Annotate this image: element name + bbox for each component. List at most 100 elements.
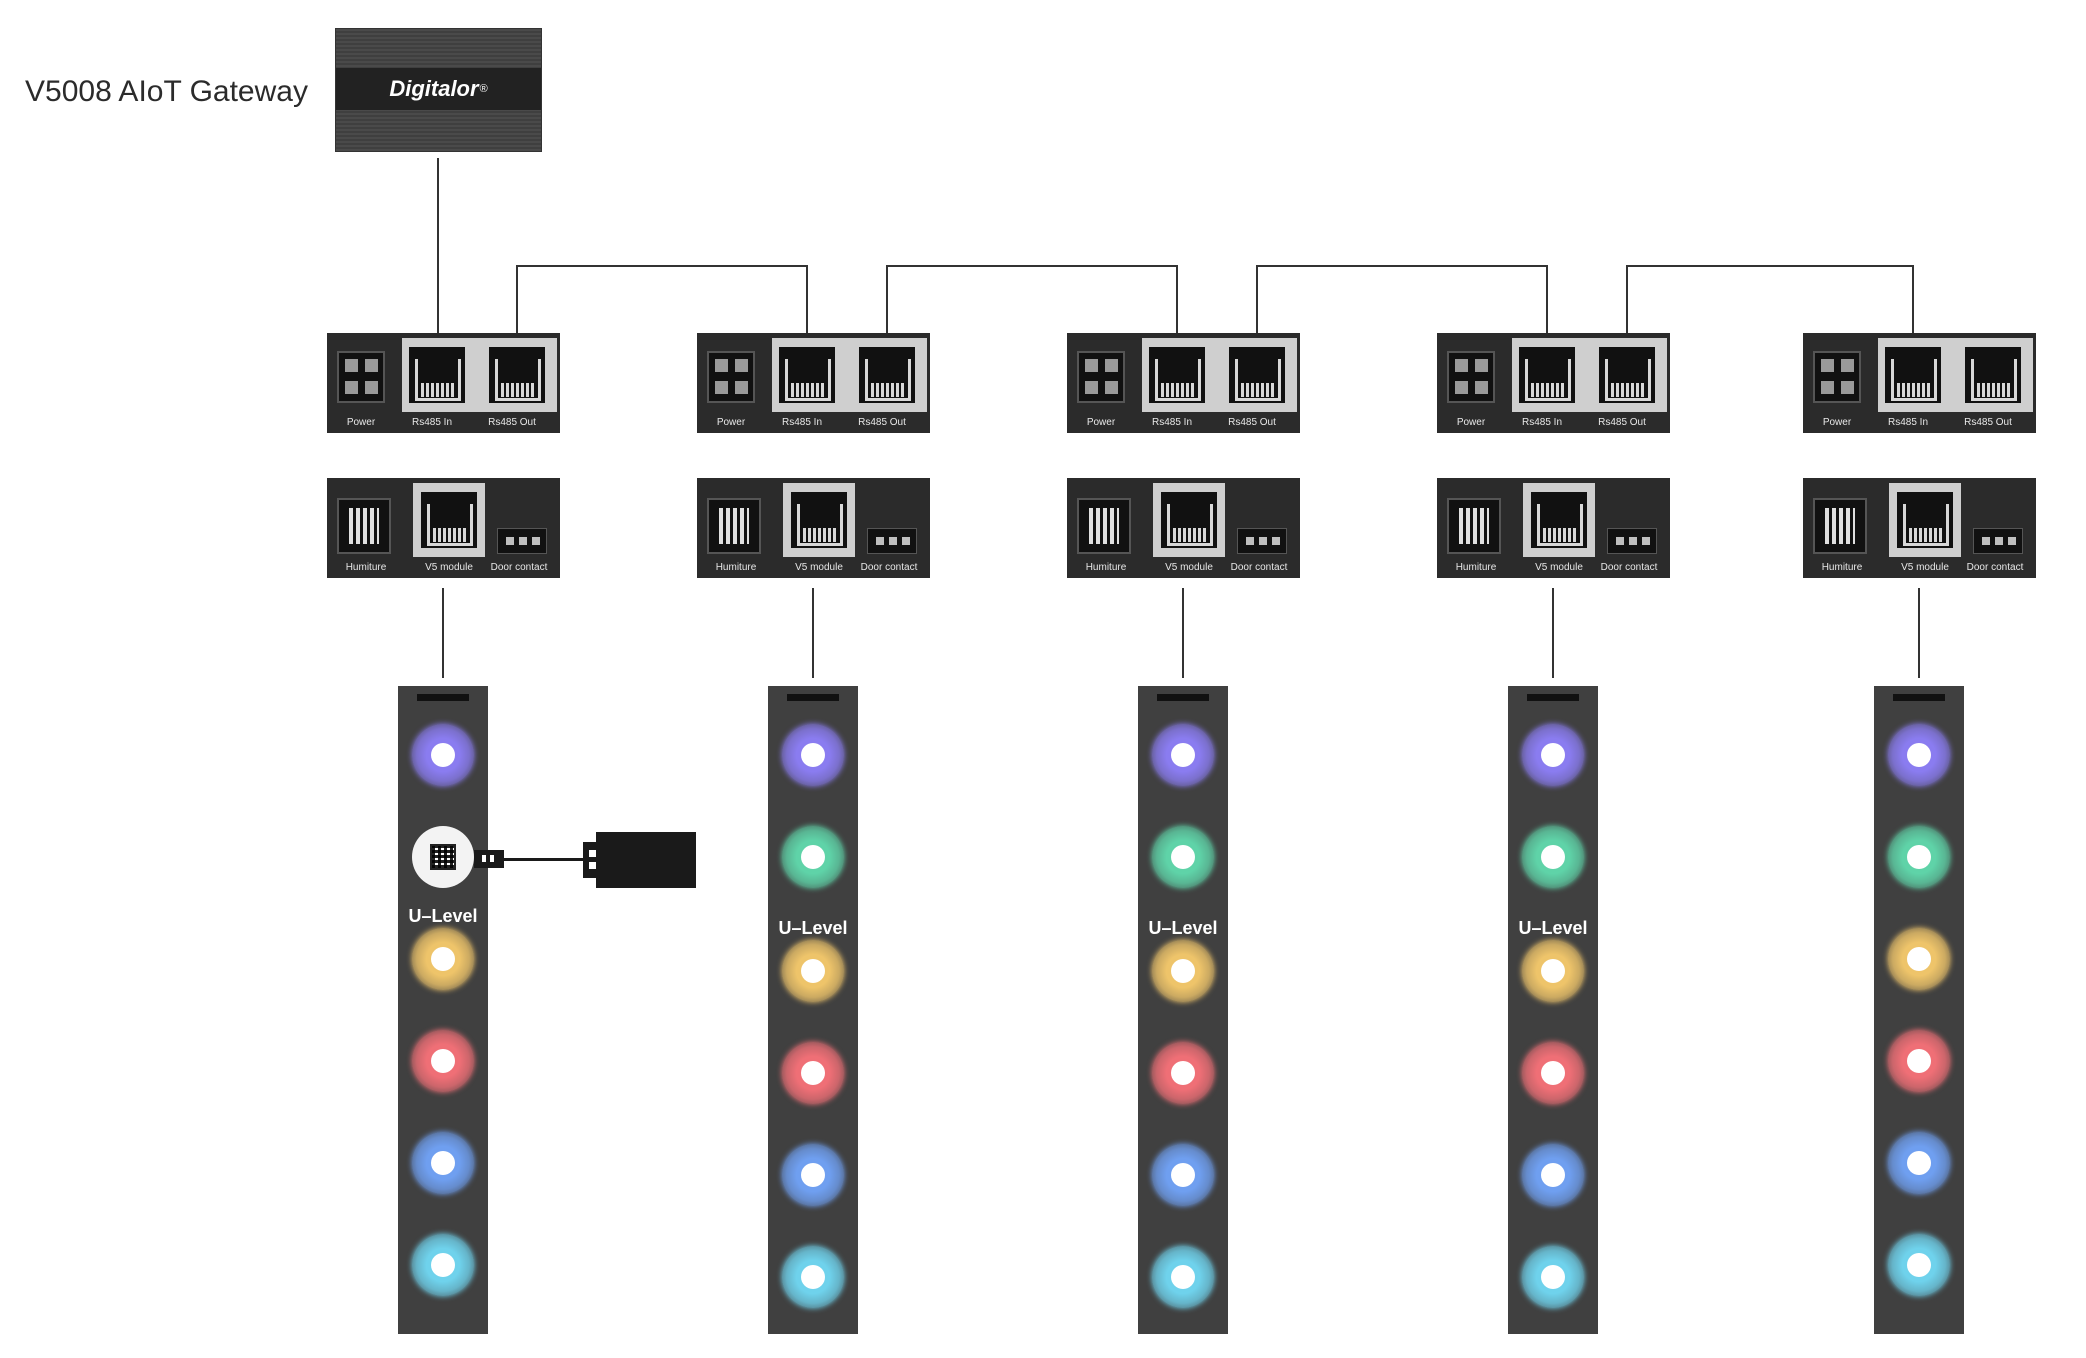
- power-label: Power: [1086, 417, 1116, 428]
- rj45-pins: [1977, 383, 2011, 397]
- door-contact-connector: [1607, 528, 1657, 554]
- u-level-strip: U–Level: [398, 686, 488, 1334]
- power-pin: [1821, 381, 1834, 394]
- led-ring-purple: [1522, 724, 1584, 786]
- v5-module-label: V5 module: [1535, 562, 1583, 573]
- led-ring-green: [782, 826, 844, 888]
- power-pin: [1455, 381, 1468, 394]
- rj45-cavity: [1891, 359, 1937, 401]
- rj45-cavity: [1525, 359, 1571, 401]
- rj45-pins: [1531, 383, 1565, 397]
- led-ring-yellow: [1152, 940, 1214, 1002]
- power-pin: [735, 381, 748, 394]
- led-ring-purple: [1888, 724, 1950, 786]
- led-ring-red: [782, 1042, 844, 1104]
- door-pin: [1272, 537, 1280, 545]
- rs485-daisy-chain-wire: [1626, 265, 1914, 345]
- power-label: Power: [1822, 417, 1852, 428]
- power-pin: [1085, 359, 1098, 372]
- rj45-cavity: [1971, 359, 2017, 401]
- door-pin: [2008, 537, 2016, 545]
- led-ring-red: [1888, 1030, 1950, 1092]
- rs485-in-port: [1883, 345, 1943, 405]
- rs485-in-label: Rs485 In: [1521, 417, 1563, 428]
- door-pin: [1642, 537, 1650, 545]
- rj45-cavity: [495, 359, 541, 401]
- power-connector: [1077, 351, 1125, 403]
- door-pin: [1259, 537, 1267, 545]
- led-ring-green: [1522, 826, 1584, 888]
- power-pin: [1455, 359, 1468, 372]
- humiture-label: Humiture: [1085, 562, 1127, 573]
- usb-dongle: [596, 832, 696, 888]
- strip-slot: [417, 694, 469, 701]
- led-ring-blue: [782, 1144, 844, 1206]
- power-pin: [1821, 359, 1834, 372]
- rs485-out-label: Rs485 Out: [858, 417, 906, 428]
- u-level-label: U–Level: [1518, 918, 1588, 938]
- rj45-pins: [501, 383, 535, 397]
- door-pin: [532, 537, 540, 545]
- qr-code-slot: [412, 826, 474, 888]
- door-pin: [1246, 537, 1254, 545]
- v5-module-port: [789, 490, 849, 550]
- power-pin: [735, 359, 748, 372]
- led-ring-red: [1152, 1042, 1214, 1104]
- door-pin: [1629, 537, 1637, 545]
- power-pin: [365, 359, 378, 372]
- rj45-cavity: [865, 359, 911, 401]
- led-ring-purple: [412, 724, 474, 786]
- humiture-pins: [1825, 508, 1855, 544]
- rs485-out-port: [1963, 345, 2023, 405]
- usb-connector: [474, 850, 504, 868]
- v5-module-port: [1159, 490, 1219, 550]
- strip-slot: [787, 694, 839, 701]
- rs485-out-label: Rs485 Out: [1228, 417, 1276, 428]
- door-contact-connector: [867, 528, 917, 554]
- u-level-strip: U–Level: [1138, 686, 1228, 1334]
- rj45-pins: [1241, 383, 1275, 397]
- rj45-cavity: [427, 504, 473, 546]
- led-ring-green: [1888, 826, 1950, 888]
- v5-module-port: [419, 490, 479, 550]
- led-ring-blue: [1522, 1144, 1584, 1206]
- rj45-cavity: [1537, 504, 1583, 546]
- power-connector: [1447, 351, 1495, 403]
- v5-module-label: V5 module: [1165, 562, 1213, 573]
- led-ring-red: [1522, 1042, 1584, 1104]
- humiture-label: Humiture: [345, 562, 387, 573]
- humiture-label: Humiture: [715, 562, 757, 573]
- rs485-out-label: Rs485 Out: [488, 417, 536, 428]
- humiture-pins: [1089, 508, 1119, 544]
- door-contact-connector: [1973, 528, 2023, 554]
- power-pin: [1105, 359, 1118, 372]
- door-pin: [902, 537, 910, 545]
- door-contact-label: Door contact: [860, 562, 918, 573]
- rs485-in-label: Rs485 In: [411, 417, 453, 428]
- rj45-pins: [1161, 383, 1195, 397]
- rs485-in-label: Rs485 In: [781, 417, 823, 428]
- power-connector: [707, 351, 755, 403]
- rs485-in-port: [1147, 345, 1207, 405]
- humiture-pins: [1459, 508, 1489, 544]
- door-pin: [889, 537, 897, 545]
- led-ring-yellow: [782, 940, 844, 1002]
- led-ring-green: [1152, 826, 1214, 888]
- rj45-pins: [1543, 528, 1577, 542]
- rj45-cavity: [1155, 359, 1201, 401]
- led-ring-cyan: [1888, 1234, 1950, 1296]
- humiture-label: Humiture: [1821, 562, 1863, 573]
- usb-plug-slot: [589, 862, 597, 869]
- rj45-pins: [433, 528, 467, 542]
- v5-module-port: [1529, 490, 1589, 550]
- u-level-label: U–Level: [778, 918, 848, 938]
- rj45-pins: [421, 383, 455, 397]
- led-ring-yellow: [1888, 928, 1950, 990]
